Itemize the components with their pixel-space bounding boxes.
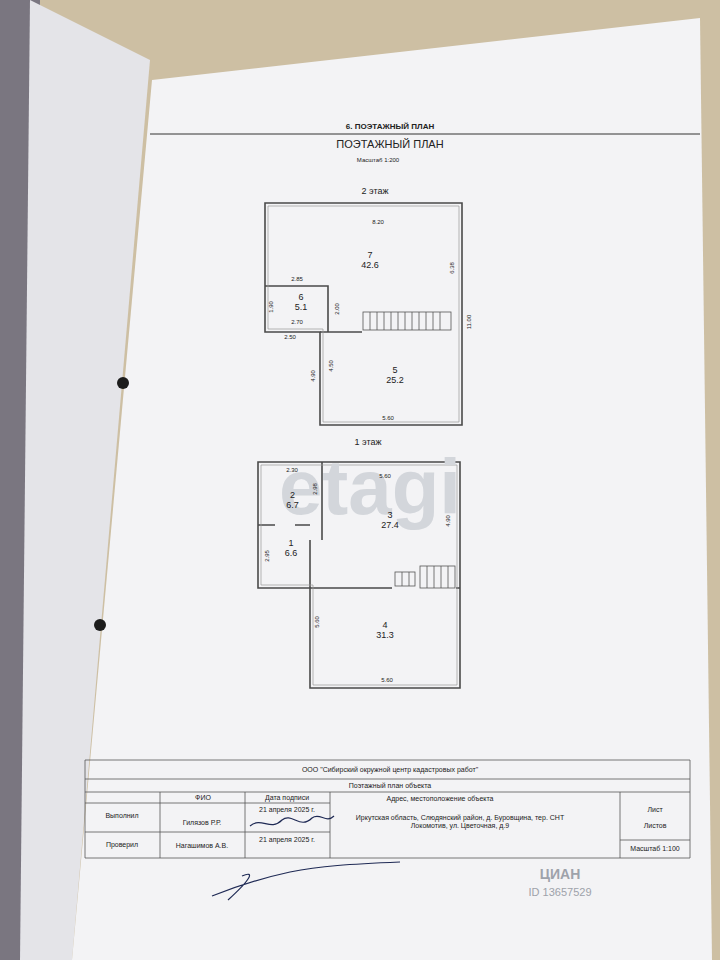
- table-cell: Лист: [647, 806, 662, 814]
- room-area-value: 6.7: [286, 500, 299, 510]
- room-area: 742.6: [290, 235, 450, 285]
- table-cell: 21 апреля 2025 г.: [259, 836, 315, 844]
- floor-name: 2 этаж: [362, 186, 389, 196]
- stair: [420, 566, 455, 588]
- punch-hole: [94, 619, 106, 631]
- sheet-name: Поэтажный план объекта: [349, 782, 431, 790]
- room-area: 525.2: [340, 345, 450, 405]
- grid-rows: [85, 760, 690, 858]
- stair-steps: [370, 312, 440, 330]
- dimension: 1.90: [268, 301, 275, 313]
- dimension: 4.50: [328, 360, 335, 372]
- room-number: 5: [392, 365, 397, 375]
- room-area: 16.6: [275, 528, 307, 568]
- stairs-1: [395, 566, 455, 588]
- room-number: 2: [290, 490, 295, 500]
- room-area-value: 5.1: [295, 302, 308, 312]
- signature: [212, 862, 400, 900]
- table-cell: Выполнил: [105, 812, 138, 820]
- table-cell: Проверил: [106, 841, 138, 849]
- dimension: 4.90: [445, 515, 452, 527]
- stair-steps: [402, 572, 409, 586]
- room-area: 327.4: [340, 495, 440, 545]
- room-number: 7: [367, 250, 372, 260]
- dimension: 2.85: [291, 276, 303, 283]
- room-area: 431.3: [330, 600, 440, 660]
- room-area-value: 27.4: [381, 520, 399, 530]
- wall: [265, 286, 328, 332]
- table-cell: Листов: [644, 822, 667, 830]
- room-area-value: 42.6: [361, 260, 379, 270]
- table-cell: Нагашимов А.В.: [176, 842, 228, 850]
- stair: [363, 312, 451, 330]
- stair: [395, 572, 415, 586]
- watermark: etagi: [279, 443, 461, 533]
- table-header: Дата подписи: [265, 794, 309, 802]
- dimension: 4.90: [310, 370, 317, 382]
- room-number: 3: [387, 510, 392, 520]
- dimension: 5.60: [314, 616, 321, 628]
- grid-cols: [85, 760, 690, 858]
- floor-name: 1 этаж: [355, 437, 382, 447]
- room-number: 1: [288, 538, 293, 548]
- dimension: 8.20: [372, 219, 384, 226]
- inner-wall: [268, 206, 459, 422]
- wall: [309, 540, 311, 588]
- plan-title: ПОЭТАЖНЫЙ ПЛАН: [336, 138, 443, 151]
- dimension: 2.95: [264, 550, 271, 562]
- room-number: 4: [382, 620, 387, 630]
- table-cell: Масштаб 1:100: [630, 845, 679, 853]
- scale-note: Масштаб 1:200: [357, 157, 399, 164]
- watermark: ID 13657529: [529, 886, 592, 899]
- room-area: 26.7: [275, 480, 310, 520]
- dimension: 11.00: [466, 315, 473, 330]
- signature: [250, 816, 334, 826]
- company-name: ООО "Сибирский окружной центр кадастровы…: [302, 766, 478, 774]
- dimension: 5.60: [382, 415, 394, 422]
- dimension: 2.50: [284, 334, 296, 341]
- address: Иркутская область, Слюдянский район, д. …: [345, 814, 575, 830]
- title-block-grid: [85, 760, 690, 858]
- section-heading: 6. ПОЭТАЖНЫЙ ПЛАН: [346, 122, 434, 131]
- dimension: 2.98: [312, 483, 319, 495]
- floor-2-walls: [265, 203, 462, 425]
- room-area-value: 31.3: [376, 630, 394, 640]
- floor-2-inner: [268, 206, 459, 422]
- stair-steps: [427, 566, 448, 588]
- wall: [320, 331, 362, 333]
- room-area: 65.1: [276, 289, 326, 315]
- dimension: 2.00: [334, 303, 341, 315]
- dimension: 2.30: [286, 467, 298, 474]
- dimension: 5.60: [379, 473, 391, 480]
- room-area-value: 6.6: [285, 548, 298, 558]
- watermark: ЦИАН: [540, 866, 581, 882]
- signatures: [212, 816, 400, 900]
- dimension: 2.70: [291, 319, 303, 326]
- room-number: 6: [298, 292, 303, 302]
- table-header: Адрес, местоположение объекта: [387, 795, 494, 803]
- punch-hole: [117, 377, 129, 389]
- paper: [72, 18, 712, 960]
- header-rule: [150, 134, 700, 135]
- outer-wall: [265, 203, 462, 425]
- stairs-2: [363, 312, 451, 330]
- room-area-value: 25.2: [386, 375, 404, 385]
- table-cell: Гилязов Р.Р.: [183, 819, 221, 827]
- table-header: ФИО: [195, 794, 211, 802]
- table-cell: 21 апреля 2025 г.: [259, 806, 315, 814]
- dimension: 5.60: [381, 677, 393, 684]
- dimension: 6.38: [449, 262, 456, 274]
